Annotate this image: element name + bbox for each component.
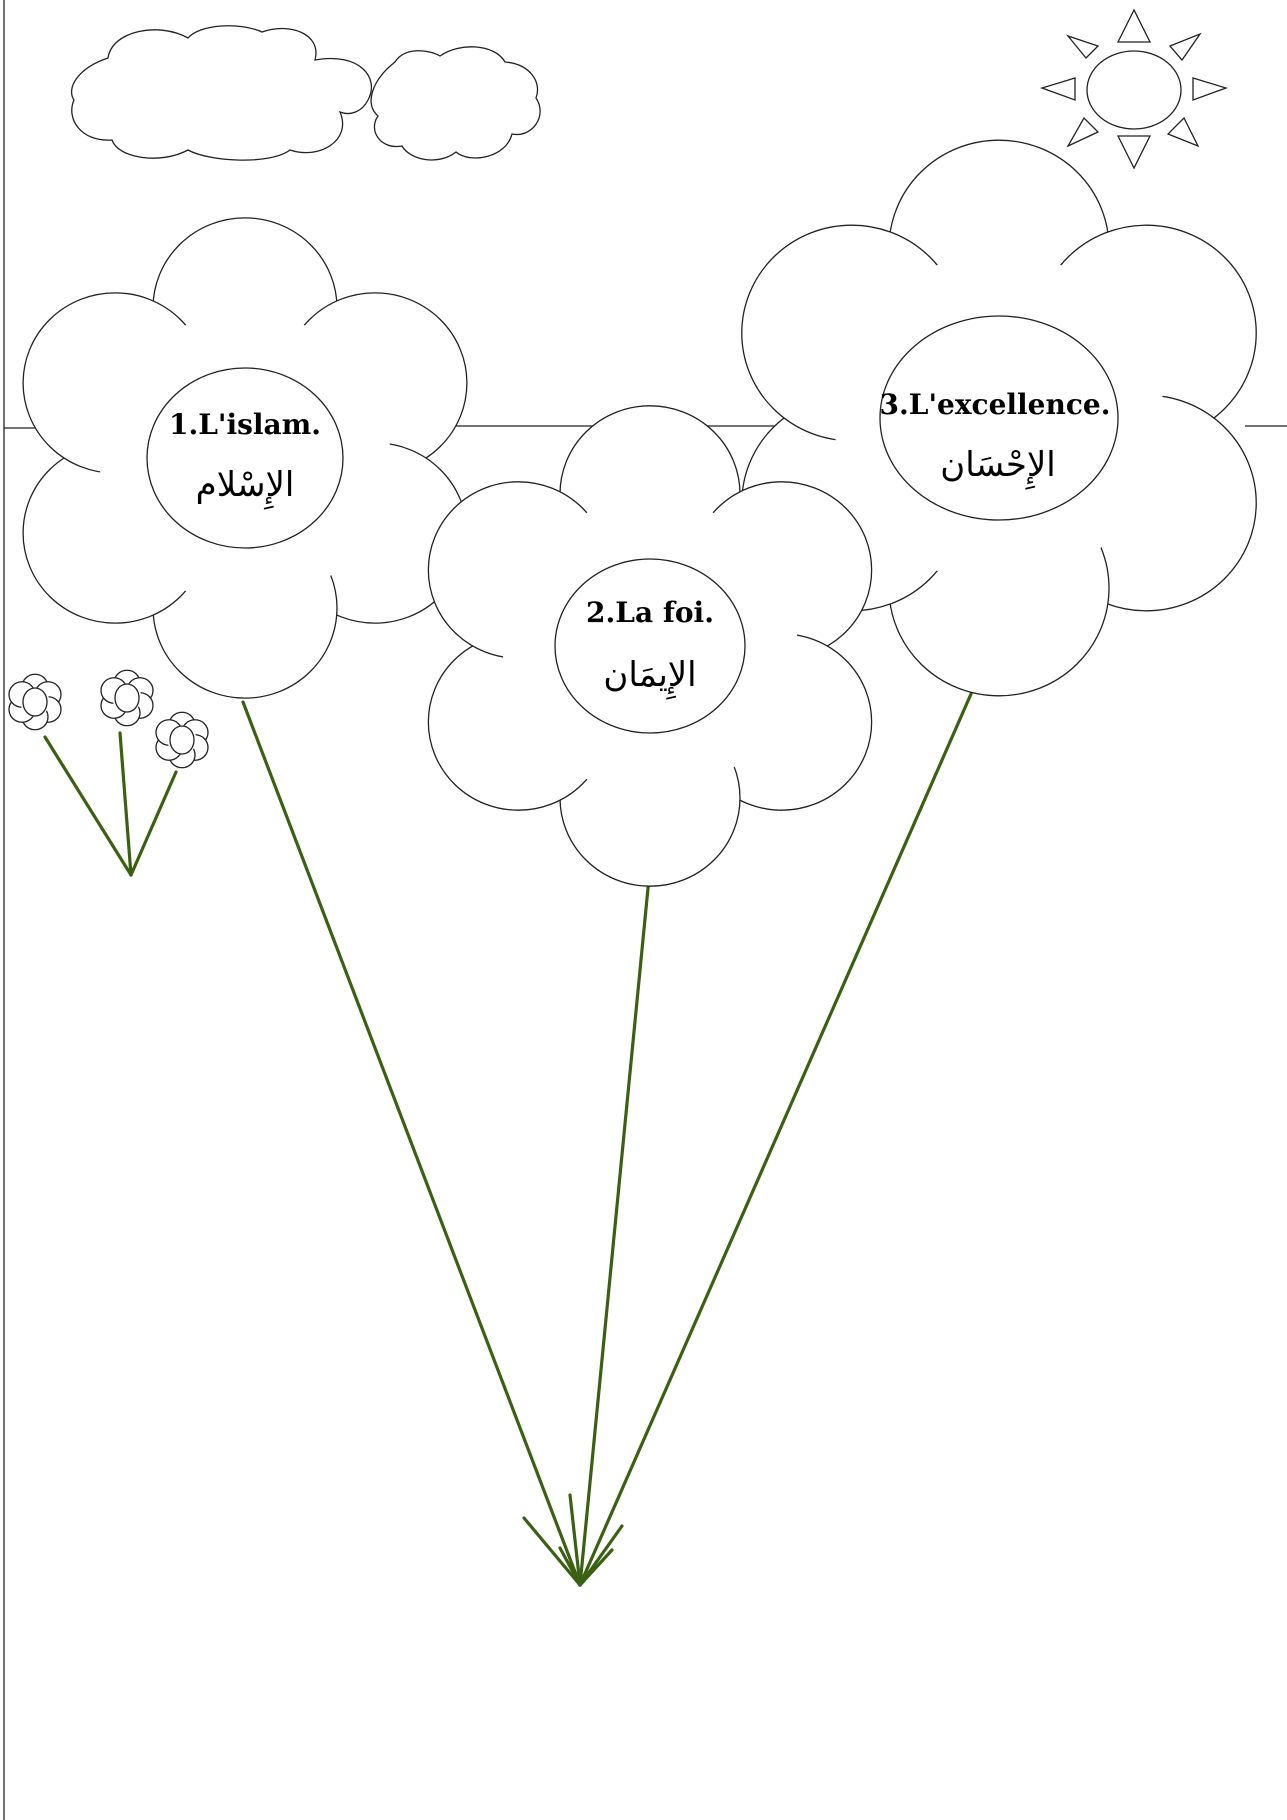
label-fr: 3.L'excellence. [880,388,1111,421]
stem-excellence [578,692,973,1587]
small-flower-icon [8,673,62,731]
flower-center [554,558,746,734]
small-flower-icon [100,669,154,727]
flower-center [879,315,1119,521]
small-stem [129,770,178,877]
flower-center [146,367,344,549]
label-ar: الإِيمَان [603,655,696,700]
label-ar: الإِحْسَان [940,445,1056,490]
small-flower-center [114,683,140,713]
grass-blade [578,1548,614,1587]
flower-excellence: 3.L'excellence. الإِحْسَان [741,139,1257,697]
grass-blade [568,1493,582,1587]
small-flower-center [22,687,48,717]
cloud-icon [70,25,373,161]
small-stem [118,731,133,877]
grass-blade [558,1546,582,1587]
grass-blade [522,1516,582,1587]
label-ar: الإِسْلام [196,465,295,510]
sun-icon [1039,8,1229,170]
flower-foi: 2.La foi. الإِيمَان [427,405,873,887]
small-flower-center [169,725,195,755]
stem-foi [578,876,651,1587]
flower-islam: 1.L'islam. الإِسْلام [22,217,468,699]
small-flower-icon [155,711,209,769]
stem-islam [241,700,582,1587]
small-stem [43,735,133,877]
stems [43,692,973,1587]
label-fr: 2.La foi. [586,596,714,629]
cloud-icon [370,46,541,161]
label-fr: 1.L'islam. [169,408,321,441]
